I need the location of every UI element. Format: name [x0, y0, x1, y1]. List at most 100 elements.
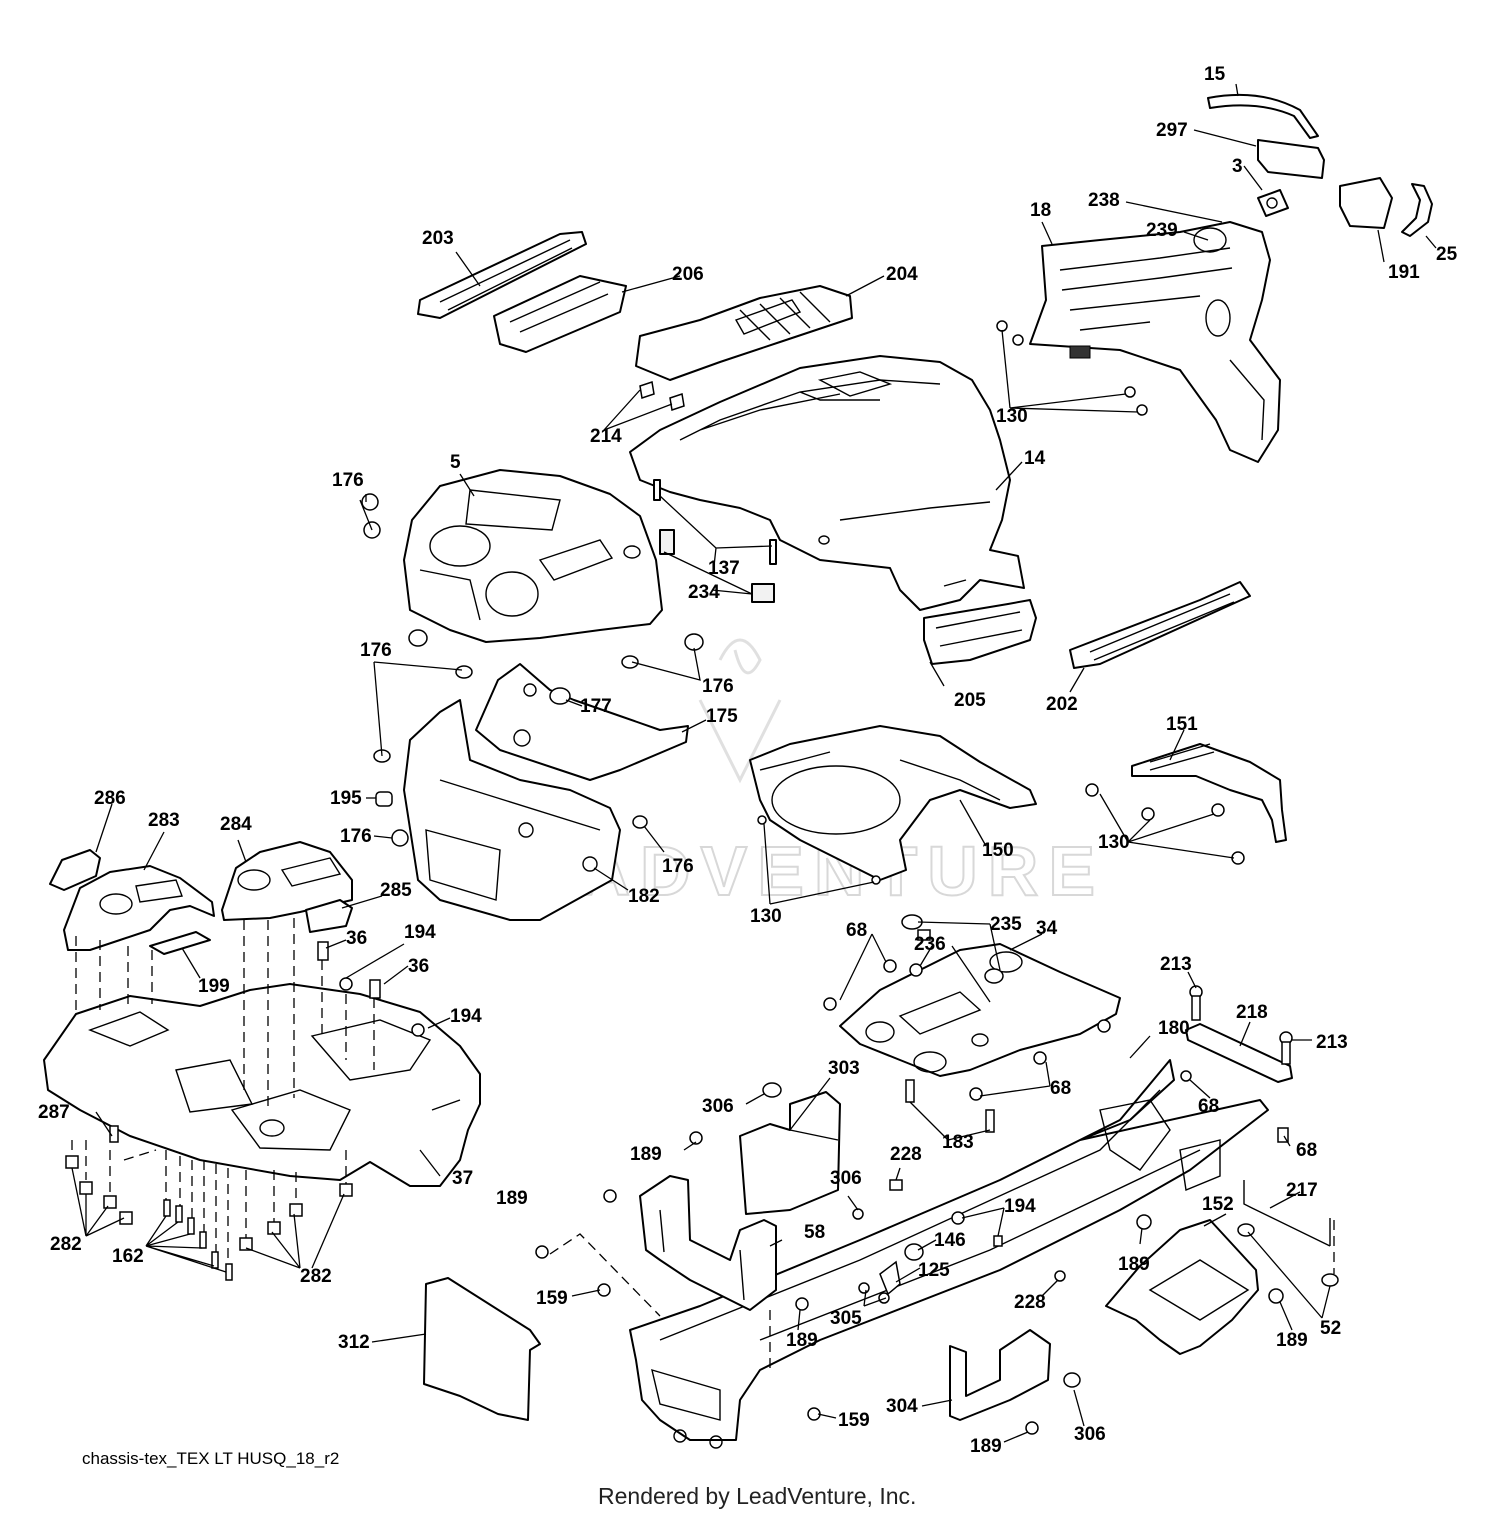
part-214-clips — [639, 381, 685, 411]
callout-125: 125 — [918, 1260, 950, 1281]
callout-152: 152 — [1202, 1194, 1234, 1215]
alignment-lines — [71, 918, 1335, 1370]
callout-283: 283 — [148, 810, 180, 831]
callout-34: 34 — [1036, 918, 1058, 939]
callout-36-right: 36 — [408, 956, 429, 977]
callout-68-right: 68 — [1296, 1140, 1317, 1161]
callout-151: 151 — [1166, 714, 1198, 735]
callout-236: 236 — [914, 934, 946, 955]
callout-213-upper: 213 — [1160, 954, 1192, 975]
part-283-left-cover — [63, 865, 215, 951]
part-plate-fasteners — [823, 914, 1111, 1133]
callout-37: 37 — [452, 1168, 473, 1189]
callout-150: 150 — [982, 840, 1014, 861]
callout-177: 177 — [580, 696, 612, 717]
callout-284: 284 — [220, 814, 252, 835]
part-18-front-grille — [1029, 221, 1281, 463]
callout-36-left: 36 — [346, 928, 367, 949]
part-199-decal — [149, 931, 211, 955]
callout-228-upper: 228 — [890, 1144, 922, 1165]
callout-213-right: 213 — [1316, 1032, 1348, 1053]
part-218-bracket — [1180, 985, 1293, 1143]
part-14-hood — [629, 355, 1025, 611]
callout-282-right: 282 — [300, 1266, 332, 1287]
callout-217: 217 — [1286, 1180, 1318, 1201]
callout-234: 234 — [688, 582, 720, 603]
part-180-frame-rail — [629, 1059, 1269, 1449]
part-152-tray — [1105, 1219, 1259, 1355]
callout-182: 182 — [628, 886, 660, 907]
callout-214: 214 — [590, 426, 622, 447]
callout-203: 203 — [422, 228, 454, 249]
callout-18: 18 — [1030, 200, 1051, 221]
callout-191: 191 — [1388, 262, 1420, 283]
part-frame-fasteners — [535, 1082, 1284, 1435]
part-25-clip — [1401, 183, 1433, 237]
callout-176-console-right: 176 — [662, 856, 694, 877]
callout-235: 235 — [990, 914, 1022, 935]
callout-305: 305 — [830, 1308, 862, 1329]
callout-204: 204 — [886, 264, 918, 285]
callout-189-bottom: 189 — [970, 1436, 1002, 1457]
part-205-lower-duct — [923, 599, 1037, 665]
part-286-knob — [49, 849, 101, 891]
callout-194-right: 194 — [450, 1006, 482, 1027]
callout-176-dash: 176 — [702, 676, 734, 697]
callout-297: 297 — [1156, 120, 1188, 141]
callout-183: 183 — [942, 1132, 974, 1153]
callout-176-console: 176 — [340, 826, 372, 847]
part-217-rod — [1237, 1180, 1339, 1287]
callout-303: 303 — [828, 1058, 860, 1079]
part-206-duct — [493, 275, 627, 353]
callout-176-upper: 176 — [332, 470, 364, 491]
part-15-trim-strip — [1207, 93, 1319, 139]
callout-218: 218 — [1236, 1002, 1268, 1023]
part-191-lens — [1339, 177, 1393, 229]
callout-68-lower: 68 — [1050, 1078, 1071, 1099]
callout-238: 238 — [1088, 190, 1120, 211]
callout-68-bracket: 68 — [1198, 1096, 1219, 1117]
callout-239: 239 — [1146, 220, 1178, 241]
callout-137: 137 — [708, 558, 740, 579]
leader-lines — [71, 83, 1437, 1443]
callout-194-frame: 194 — [1004, 1196, 1036, 1217]
callout-205: 205 — [954, 690, 986, 711]
callout-15: 15 — [1204, 64, 1226, 85]
part-285-pad — [305, 899, 353, 933]
part-175-bracket — [475, 663, 689, 781]
callout-199: 199 — [198, 976, 230, 997]
part-284-right-cover — [221, 841, 353, 921]
callout-287: 287 — [38, 1102, 70, 1123]
callout-130-bracket: 130 — [1098, 832, 1130, 853]
part-312-plate — [423, 1277, 541, 1421]
callout-labels: 15 297 3 238 18 239 191 25 203 206 204 2… — [38, 64, 1458, 1457]
callout-58: 58 — [804, 1222, 825, 1243]
footer-credit: Rendered by LeadVenture, Inc. — [598, 1483, 916, 1509]
callout-162: 162 — [112, 1246, 144, 1267]
part-202-vent-strip — [1069, 581, 1251, 669]
part-58-bracket — [639, 1175, 777, 1311]
callout-68-plate: 68 — [846, 920, 867, 941]
callout-189-upper: 189 — [630, 1144, 662, 1165]
callout-206: 206 — [672, 264, 704, 285]
part-203-vent-strip — [417, 231, 587, 319]
part-5-dash-panel — [403, 469, 663, 643]
callout-195: 195 — [330, 788, 362, 809]
callout-3: 3 — [1232, 156, 1243, 177]
callout-175: 175 — [706, 706, 738, 727]
callout-130-shroud: 130 — [750, 906, 782, 927]
callout-285: 285 — [380, 880, 412, 901]
callout-180: 180 — [1158, 1018, 1190, 1039]
callout-189-tray: 189 — [1118, 1254, 1150, 1275]
callout-176-bracket: 176 — [360, 640, 392, 661]
callout-306-upper: 306 — [702, 1096, 734, 1117]
callout-52: 52 — [1320, 1318, 1341, 1339]
part-151-bracket — [1131, 743, 1287, 843]
part-37-body-panel — [43, 983, 481, 1187]
callout-159-upper: 159 — [536, 1288, 568, 1309]
callout-194-upper: 194 — [404, 922, 436, 943]
part-303-plate — [739, 1091, 841, 1215]
part-204-hood-vent — [635, 285, 853, 381]
callout-312: 312 — [338, 1332, 370, 1353]
